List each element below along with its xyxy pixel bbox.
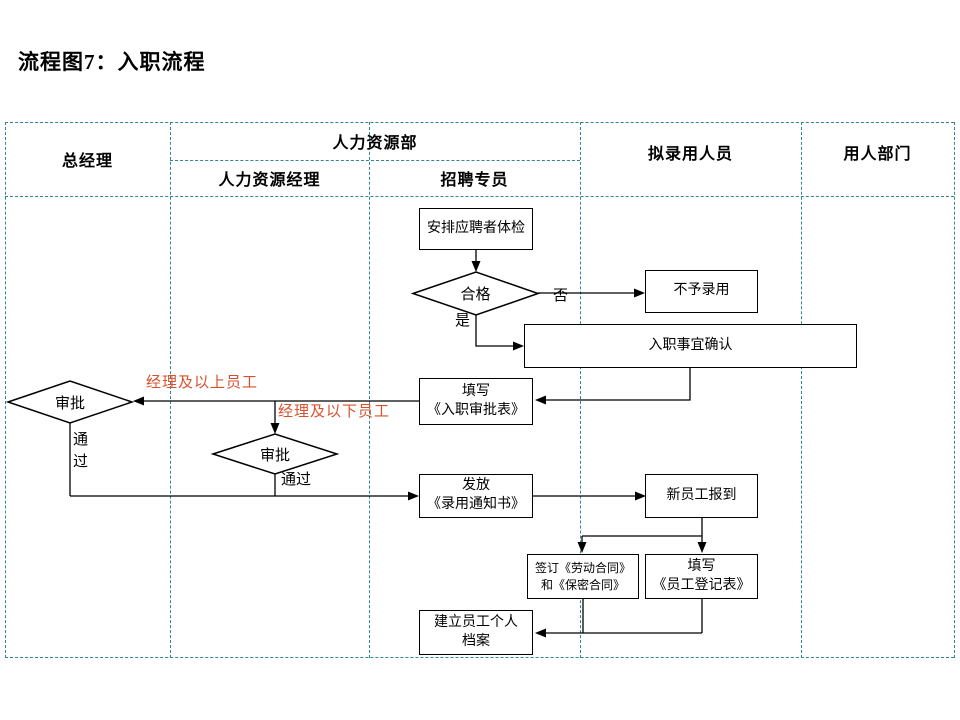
branch-label-pass-gm: 通过	[73, 432, 89, 470]
node-onboarding-confirm: 入职事宜确认	[524, 324, 857, 368]
branch-label-yes: 是	[455, 313, 471, 329]
decision-approve-hr: 审批	[259, 447, 290, 464]
branch-label-no: 否	[553, 288, 569, 304]
lane-header-hr-manager: 人力资源经理	[218, 172, 321, 189]
lane-divider-vertical	[801, 122, 802, 658]
decision-approve-gm: 审批	[54, 395, 85, 412]
lane-divider-vertical	[170, 122, 171, 658]
lane-divider-horizontal	[5, 657, 954, 658]
page-title: 流程图7：入职流程	[18, 50, 206, 74]
branch-label-manager-and-above: 经理及以上员工	[146, 375, 259, 391]
node-fill-approval-form: 填写 《入职审批表》	[419, 378, 533, 425]
branch-label-pass-hr: 通过	[281, 472, 312, 488]
lane-header-candidate: 拟录用人员	[647, 146, 733, 163]
node-create-personal-file: 建立员工个人 档案	[419, 610, 533, 655]
lane-header-hiring-department: 用人部门	[843, 146, 912, 163]
node-sign-contracts: 签订《劳动合同》 和《保密合同》	[527, 554, 639, 599]
lane-divider-horizontal	[5, 122, 954, 123]
lane-divider-vertical	[369, 122, 370, 658]
branch-label-manager-and-below: 经理及以下员工	[278, 404, 391, 420]
lane-divider-horizontal	[5, 196, 954, 197]
lane-header-general-manager: 总经理	[61, 153, 113, 170]
lane-header-hr-department: 人力资源部	[332, 135, 418, 152]
node-not-hired: 不予录用	[645, 270, 758, 313]
node-issue-offer: 发放 《录用通知书》	[419, 474, 533, 518]
node-fill-registration-form: 填写 《员工登记表》	[645, 554, 758, 599]
lane-subdivider-horizontal	[170, 160, 580, 161]
lane-divider-vertical	[954, 122, 955, 658]
node-new-employee-report: 新员工报到	[645, 474, 758, 518]
node-physical-exam: 安排应聘者体检	[419, 208, 533, 250]
lane-divider-vertical	[5, 122, 6, 658]
lane-header-recruiter: 招聘专员	[440, 172, 509, 189]
decision-qualified: 合格	[460, 287, 491, 303]
